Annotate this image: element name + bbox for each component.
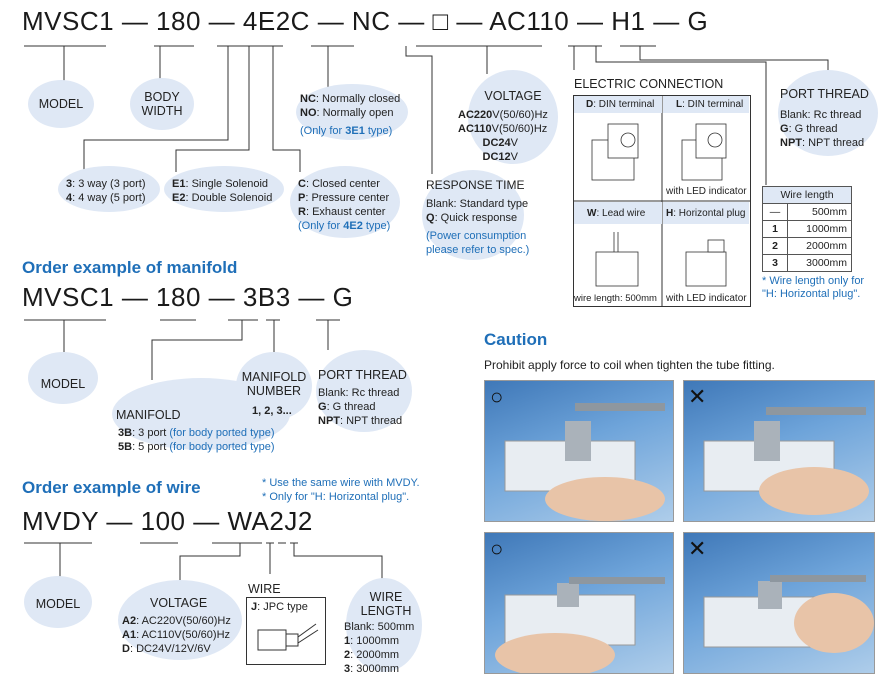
manifold-list: 3B: 3 port (for body ported type) 5B: 5 … bbox=[118, 427, 275, 453]
manifold-order-code: MVSC1 — 180 — 3B3 — G bbox=[22, 282, 354, 312]
code-body-width: 180 bbox=[156, 6, 201, 36]
caution-photo-ng-2 bbox=[683, 532, 875, 674]
code-nc: NC bbox=[351, 6, 391, 36]
wire-length-list: Blank: 500mm 1: 1000mm 2: 2000mm 3: 3000… bbox=[344, 621, 415, 675]
caution-mark-ng-2: ✕ bbox=[688, 536, 707, 561]
manifold-model-label: MODEL bbox=[40, 377, 86, 391]
body-width-bubble bbox=[130, 78, 194, 130]
model-label: MODEL bbox=[38, 97, 84, 111]
response-list: Blank: Standard type Q: Quick response (… bbox=[426, 198, 530, 256]
response-title: RESPONSE TIME bbox=[426, 178, 525, 192]
wire-length-title: WIRE LENGTH bbox=[360, 590, 412, 618]
code-port: G bbox=[687, 6, 709, 36]
electric-caption-w: wire length: 500mm bbox=[574, 293, 657, 304]
electric-cell-d: D: DIN terminal bbox=[586, 99, 655, 110]
port-title: PORT THREAD bbox=[780, 87, 869, 101]
center-list: C: Closed center P: Pressure center R: E… bbox=[298, 178, 391, 232]
electric-cell-h: H: Horizontal plug bbox=[666, 208, 746, 219]
nc-bubble bbox=[296, 84, 408, 140]
wire-heading: Order example of wire bbox=[22, 478, 201, 497]
electric-cell-w: W: Lead wire bbox=[587, 208, 646, 219]
manifold-port-list: Blank: Rc thread G: G thread NPT: NPT th… bbox=[318, 387, 403, 427]
solenoid-list: E1: Single Solenoid E2: Double Solenoid bbox=[172, 178, 273, 204]
center-bubble bbox=[290, 166, 400, 238]
manifold-title: MANIFOLD bbox=[116, 408, 181, 422]
wire-model-label: MODEL bbox=[35, 597, 81, 611]
manifold-model-bubble bbox=[28, 352, 98, 404]
caution-photo-ng-1 bbox=[683, 380, 875, 522]
wire-length-note: * Wire length only for "H: Horizontal pl… bbox=[762, 275, 865, 300]
response-bubble bbox=[422, 170, 524, 260]
wire-voltage-bubble bbox=[118, 580, 242, 660]
wire-voltage-list: A2: AC220V(50/60)Hz A1: AC110V(50/60)Hz … bbox=[122, 615, 231, 655]
wire-length-bubble bbox=[346, 578, 422, 672]
caution-text: Prohibit apply force to coil when tighte… bbox=[484, 358, 775, 372]
nc-list: NC: Normally closed NO: Normally open (O… bbox=[300, 93, 401, 137]
wire-voltage-title: VOLTAGE bbox=[150, 596, 208, 610]
valve-illustration bbox=[495, 577, 665, 673]
manifold-port-bubble bbox=[316, 350, 412, 432]
caution-photo-ok-2 bbox=[484, 532, 674, 674]
wire-notes: * Use the same wire with MVDY. * Only fo… bbox=[262, 477, 420, 503]
ways-bubble bbox=[58, 166, 160, 212]
port-list: Blank: Rc thread G: G thread NPT: NPT th… bbox=[780, 109, 865, 149]
valve-illustration bbox=[703, 407, 869, 515]
caution-mark-ok-1: ○ bbox=[490, 384, 504, 409]
code-function: 4E2C bbox=[242, 6, 310, 36]
code-model: MVSC1 bbox=[22, 6, 115, 36]
port-bubble bbox=[778, 70, 878, 156]
wire-model-bubble bbox=[24, 576, 92, 628]
caution-photo-ok-1 bbox=[484, 380, 674, 522]
electric-caption-l: with LED indicator bbox=[666, 186, 747, 197]
body-width-label: BODY WIDTH bbox=[141, 90, 183, 118]
manifold-heading: Order example of manifold bbox=[22, 258, 238, 277]
electric-caption-h: with LED indicator bbox=[666, 293, 747, 304]
solenoid-bubble bbox=[164, 166, 284, 212]
wire-type-label: J: JPC type bbox=[251, 601, 308, 613]
manifold-number-bubble bbox=[236, 352, 312, 420]
main-order-code: MVSC1 — 180 — 4E2C — NC — □ — AC110 — H1… bbox=[22, 6, 709, 36]
caution-mark-ok-2: ○ bbox=[490, 536, 504, 561]
wire-order-code: MVDY — 100 — WA2J2 bbox=[22, 506, 313, 536]
valve-illustration bbox=[703, 575, 874, 653]
code-electric: H1 bbox=[611, 6, 646, 36]
electric-cell-l: L: DIN terminal bbox=[676, 99, 744, 110]
manifold-number-title: MANIFOLD NUMBER bbox=[241, 370, 307, 398]
voltage-title: VOLTAGE bbox=[484, 89, 542, 103]
caution-mark-ng-1: ✕ bbox=[688, 384, 707, 409]
ways-list: 3: 3 way (3 port) 4: 4 way (5 port) bbox=[66, 178, 146, 204]
caution-heading: Caution bbox=[484, 330, 548, 349]
wire-type-title: WIRE bbox=[248, 582, 281, 596]
manifold-number-items: 1, 2, 3... bbox=[252, 405, 292, 417]
valve-illustration bbox=[504, 403, 665, 521]
voltage-bubble bbox=[468, 70, 558, 164]
voltage-list: AC220V(50/60)Hz AC110V(50/60)Hz DC24V DC… bbox=[458, 109, 548, 163]
manifold-port-title: PORT THREAD bbox=[318, 368, 407, 382]
electric-title: ELECTRIC CONNECTION bbox=[574, 77, 724, 91]
code-box: □ bbox=[432, 6, 449, 36]
code-voltage: AC110 bbox=[489, 6, 570, 36]
model-bubble bbox=[28, 80, 94, 128]
